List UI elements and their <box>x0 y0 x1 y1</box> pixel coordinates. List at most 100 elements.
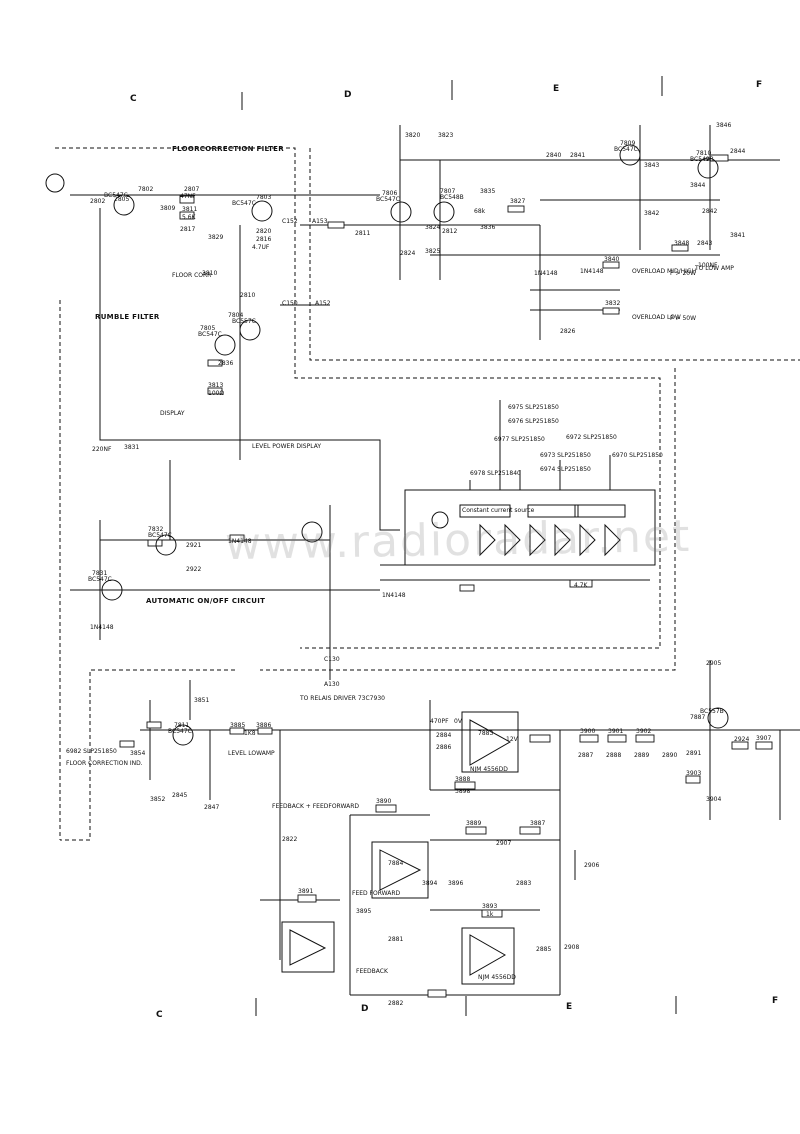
capacitor-2816: 2816 <box>256 236 272 243</box>
capacitor-2812: 2812 <box>442 228 458 235</box>
resistor-3902: 3902 <box>636 728 652 735</box>
feedback-feedforward-label: FEEDBACK + FEEDFORWARD <box>272 803 359 810</box>
floor-corr-switch-label: FLOOR CORR <box>172 272 212 279</box>
resistor-3835: 3835 <box>480 188 496 195</box>
to-low-amp-label: TO LOW AMP <box>695 265 734 272</box>
transistor-7832-type: BC547C <box>148 532 172 539</box>
transistor-7887-label: 7887 <box>690 714 706 721</box>
transistor-7810-type: BC549B <box>690 156 714 163</box>
node-c152: C152 <box>282 218 298 225</box>
value-1k8: 1K8 <box>244 730 256 737</box>
capacitor-2811: 2811 <box>355 230 371 237</box>
resistor-3820: 3820 <box>405 132 421 139</box>
capacitor-2882: 2882 <box>388 1000 404 1007</box>
level-power-display-label: LEVEL POWER DISPLAY <box>252 443 322 450</box>
capacitor-2845: 2845 <box>172 792 188 799</box>
resistor-3848: 3848 <box>674 240 690 247</box>
feed-forward-label: FEED FORWARD <box>352 890 401 897</box>
led-6973-label: 6973 SLP251850 <box>540 452 591 459</box>
resistor-3825: 3825 <box>425 248 441 255</box>
led-6972-label: 6972 SLP251850 <box>566 434 617 441</box>
resistor-3829: 3829 <box>208 234 224 241</box>
transistor-7832-label: 7832 <box>148 526 164 533</box>
node-c150: C150 <box>282 300 298 307</box>
capacitor-2805: 2805 <box>114 196 130 203</box>
diode-label-4: 1N4148 <box>382 592 406 599</box>
capacitor-2885: 2885 <box>536 946 552 953</box>
value-4u7: 4.7UF <box>252 244 270 251</box>
resistor-3893: 3893 <box>482 903 498 910</box>
diode-label-1: 1N4148 <box>534 270 558 277</box>
transistor-7807-type: BC548B <box>440 194 464 201</box>
capacitor-2810: 2810 <box>240 292 256 299</box>
resistor-3901: 3901 <box>608 728 624 735</box>
value-1k: 1k <box>486 911 494 918</box>
to-relais-driver-label: TO RELAIS DRIVER 73C7930 <box>300 695 385 702</box>
diode-label-5: 1N4148 <box>90 624 114 631</box>
capacitor-2826: 2826 <box>560 328 576 335</box>
resistor-3886: 3886 <box>256 722 272 729</box>
capacitor-2843: 2843 <box>697 240 713 247</box>
transistor-7811-type: BC547C <box>168 728 192 735</box>
capacitor-2908: 2908 <box>564 944 580 951</box>
resistor-3810: 3810 <box>202 270 218 277</box>
led-6974-label: 6974 SLP251850 <box>540 466 591 473</box>
transistor-7802-type: BC547C <box>104 192 128 199</box>
value-470pf: 470PF <box>430 718 449 725</box>
resistor-3895: 3895 <box>356 908 372 915</box>
opamp-7883-label: 7883 <box>478 730 494 737</box>
led-6982-label: 6982 SLP251850 <box>66 748 117 755</box>
capacitor-2802: 2802 <box>90 198 106 205</box>
transistor-7807-label: 7807 <box>440 188 456 195</box>
transistor-7806-type: BC547C <box>376 196 400 203</box>
capacitor-2847: 2847 <box>204 804 220 811</box>
floorcorrection-filter-label: FLOORCORRECTION FILTER <box>172 145 284 153</box>
value-100nf: 100NF <box>698 262 718 269</box>
capacitor-2842: 2842 <box>702 208 718 215</box>
led-6977-label: 6977 SLP251850 <box>494 436 545 443</box>
capacitor-2889: 2889 <box>634 752 650 759</box>
capacitor-2922: 2922 <box>186 566 202 573</box>
resistor-3811: 3811 <box>182 206 198 213</box>
resistor-3841: 3841 <box>730 232 746 239</box>
value-12v: 12V <box>506 736 518 743</box>
automatic-onoff-label: AUTOMATIC ON/OFF CIRCUIT <box>146 597 266 605</box>
led-6978-label: 6978 SLP251840 <box>470 470 521 477</box>
resistor-3907: 3907 <box>756 735 772 742</box>
grid-letter-bottom-f: F <box>772 996 779 1006</box>
capacitor-2807: 2807 <box>184 186 200 193</box>
value-5k6: 5.6K <box>182 214 196 221</box>
capacitor-2890: 2890 <box>662 752 678 759</box>
feedback-label: FEEDBACK <box>356 968 388 975</box>
capacitor-2822: 2822 <box>282 836 298 843</box>
resistor-3889: 3889 <box>466 820 482 827</box>
grid-letter-bottom-e: E <box>566 1002 573 1012</box>
capacitor-2884: 2884 <box>436 732 452 739</box>
power-20w-label: P > 20W <box>670 270 697 277</box>
transistor-7802-label: 7802 <box>138 186 154 193</box>
grid-letter-bottom-c: C <box>156 1010 163 1020</box>
value-68k: 68k <box>474 208 486 215</box>
resistor-3831: 3831 <box>124 444 140 451</box>
transistor-7809-type: BC547C <box>614 146 638 153</box>
resistor-3823: 3823 <box>438 132 454 139</box>
resistor-3885: 3885 <box>230 722 246 729</box>
resistor-3900: 3900 <box>580 728 596 735</box>
resistor-3896: 3896 <box>448 880 464 887</box>
resistor-3852: 3852 <box>150 796 166 803</box>
resistor-3891: 3891 <box>298 888 314 895</box>
resistor-3824: 3824 <box>425 224 441 231</box>
resistor-3846: 3846 <box>716 122 732 129</box>
capacitor-2824: 2824 <box>400 250 416 257</box>
resistor-3813: 3813 <box>208 382 224 389</box>
led-6975-label: 6975 SLP251850 <box>508 404 559 411</box>
grid-letter-top-f: F <box>756 80 763 90</box>
transistor-7811-label: 7811 <box>174 722 190 729</box>
resistor-3836: 3836 <box>480 224 496 231</box>
resistor-3888: 3888 <box>455 776 471 783</box>
capacitor-2841: 2841 <box>570 152 586 159</box>
value-47nf: 47NF <box>180 193 196 200</box>
capacitor-2921: 2921 <box>186 542 202 549</box>
capacitor-2907: 2907 <box>496 840 512 847</box>
transistor-7831-type: BC547C <box>88 576 112 583</box>
